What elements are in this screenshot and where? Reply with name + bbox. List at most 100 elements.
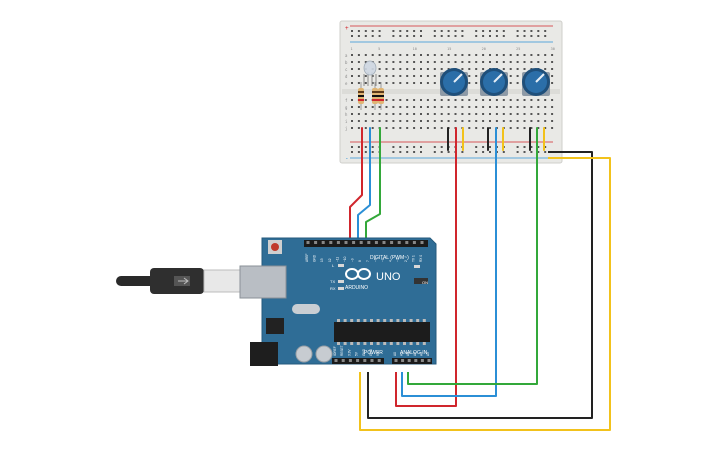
breadboard-hole[interactable] (537, 120, 540, 122)
rail-hole[interactable] (544, 35, 547, 37)
rail-hole[interactable] (357, 146, 360, 148)
breadboard-hole[interactable] (447, 113, 450, 115)
rail-hole[interactable] (364, 151, 367, 153)
rail-hole[interactable] (433, 151, 436, 153)
breadboard-hole[interactable] (468, 54, 471, 56)
rail-hole[interactable] (378, 30, 381, 32)
breadboard-hole[interactable] (447, 68, 450, 70)
digital-pin[interactable] (344, 241, 348, 244)
breadboard-hole[interactable] (544, 68, 547, 70)
breadboard-hole[interactable] (433, 61, 436, 63)
breadboard-hole[interactable] (371, 113, 374, 115)
breadboard-hole[interactable] (502, 54, 505, 56)
breadboard-hole[interactable] (523, 99, 526, 101)
breadboard-hole[interactable] (433, 127, 436, 129)
rail-hole[interactable] (523, 35, 526, 37)
breadboard-hole[interactable] (364, 120, 367, 122)
breadboard-hole[interactable] (475, 54, 478, 56)
breadboard-hole[interactable] (495, 99, 498, 101)
breadboard-hole[interactable] (523, 68, 526, 70)
breadboard-hole[interactable] (392, 99, 395, 101)
breadboard-hole[interactable] (440, 113, 443, 115)
breadboard-hole[interactable] (406, 106, 409, 108)
rail-hole[interactable] (537, 30, 540, 32)
breadboard-hole[interactable] (378, 68, 381, 70)
rail-hole[interactable] (544, 146, 547, 148)
breadboard-hole[interactable] (516, 113, 519, 115)
breadboard-hole[interactable] (489, 54, 491, 56)
breadboard-hole[interactable] (447, 120, 450, 122)
power-pin[interactable] (377, 359, 381, 362)
rail-hole[interactable] (440, 151, 443, 153)
breadboard-hole[interactable] (495, 120, 498, 122)
breadboard-hole[interactable] (537, 106, 540, 108)
breadboard-hole[interactable] (475, 99, 478, 101)
rail-hole[interactable] (364, 30, 367, 32)
breadboard-hole[interactable] (413, 54, 416, 56)
breadboard-hole[interactable] (551, 54, 554, 56)
digital-pin[interactable] (352, 241, 356, 244)
breadboard-hole[interactable] (475, 127, 478, 129)
breadboard-hole[interactable] (454, 99, 457, 101)
breadboard-hole[interactable] (440, 68, 443, 70)
wire-green-digital[interactable] (365, 150, 381, 240)
breadboard-hole[interactable] (392, 113, 395, 115)
rail-hole[interactable] (433, 35, 436, 37)
digital-pin[interactable] (321, 241, 325, 244)
power-pin[interactable] (370, 359, 374, 362)
breadboard-hole[interactable] (468, 82, 471, 84)
rail-hole[interactable] (516, 35, 519, 37)
rail-hole[interactable] (537, 35, 540, 37)
breadboard-hole[interactable] (516, 120, 519, 122)
breadboard-hole[interactable] (413, 99, 416, 101)
breadboard-hole[interactable] (530, 54, 533, 56)
breadboard-hole[interactable] (385, 120, 388, 122)
rail-hole[interactable] (544, 30, 547, 32)
breadboard-hole[interactable] (468, 68, 471, 70)
breadboard-hole[interactable] (378, 106, 381, 108)
breadboard-hole[interactable] (433, 99, 436, 101)
breadboard-hole[interactable] (509, 120, 512, 122)
rail-hole[interactable] (502, 151, 505, 153)
breadboard-hole[interactable] (509, 99, 512, 101)
breadboard-hole[interactable] (420, 99, 422, 101)
breadboard-hole[interactable] (399, 106, 402, 108)
breadboard-hole[interactable] (406, 120, 409, 122)
breadboard-hole[interactable] (351, 120, 353, 122)
power-pin[interactable] (356, 359, 360, 362)
breadboard-hole[interactable] (482, 68, 485, 70)
breadboard-hole[interactable] (385, 61, 388, 63)
breadboard-hole[interactable] (413, 106, 416, 108)
rail-hole[interactable] (475, 30, 478, 32)
rail-hole[interactable] (447, 35, 450, 37)
rail-hole[interactable] (420, 30, 422, 32)
analog-pin[interactable] (420, 359, 424, 362)
breadboard-hole[interactable] (371, 120, 374, 122)
rail-hole[interactable] (420, 35, 422, 37)
rail-hole[interactable] (447, 30, 450, 32)
power-pin[interactable] (348, 359, 352, 362)
breadboard-hole[interactable] (385, 54, 388, 56)
breadboard-hole[interactable] (392, 61, 395, 63)
breadboard-hole[interactable] (440, 106, 443, 108)
rail-hole[interactable] (489, 35, 491, 37)
breadboard-hole[interactable] (357, 120, 360, 122)
breadboard-hole[interactable] (475, 68, 478, 70)
breadboard-hole[interactable] (371, 75, 374, 77)
breadboard-hole[interactable] (516, 54, 519, 56)
breadboard-hole[interactable] (482, 127, 485, 129)
breadboard-hole[interactable] (392, 106, 395, 108)
breadboard-hole[interactable] (364, 82, 367, 84)
rail-hole[interactable] (530, 35, 533, 37)
breadboard-hole[interactable] (468, 106, 471, 108)
breadboard-hole[interactable] (413, 68, 416, 70)
breadboard-hole[interactable] (385, 68, 388, 70)
breadboard-hole[interactable] (509, 113, 512, 115)
breadboard-hole[interactable] (516, 82, 519, 84)
breadboard-hole[interactable] (351, 54, 353, 56)
breadboard-hole[interactable] (489, 106, 491, 108)
rail-hole[interactable] (530, 151, 533, 153)
breadboard-hole[interactable] (551, 127, 554, 129)
breadboard-hole[interactable] (516, 106, 519, 108)
breadboard-hole[interactable] (433, 106, 436, 108)
